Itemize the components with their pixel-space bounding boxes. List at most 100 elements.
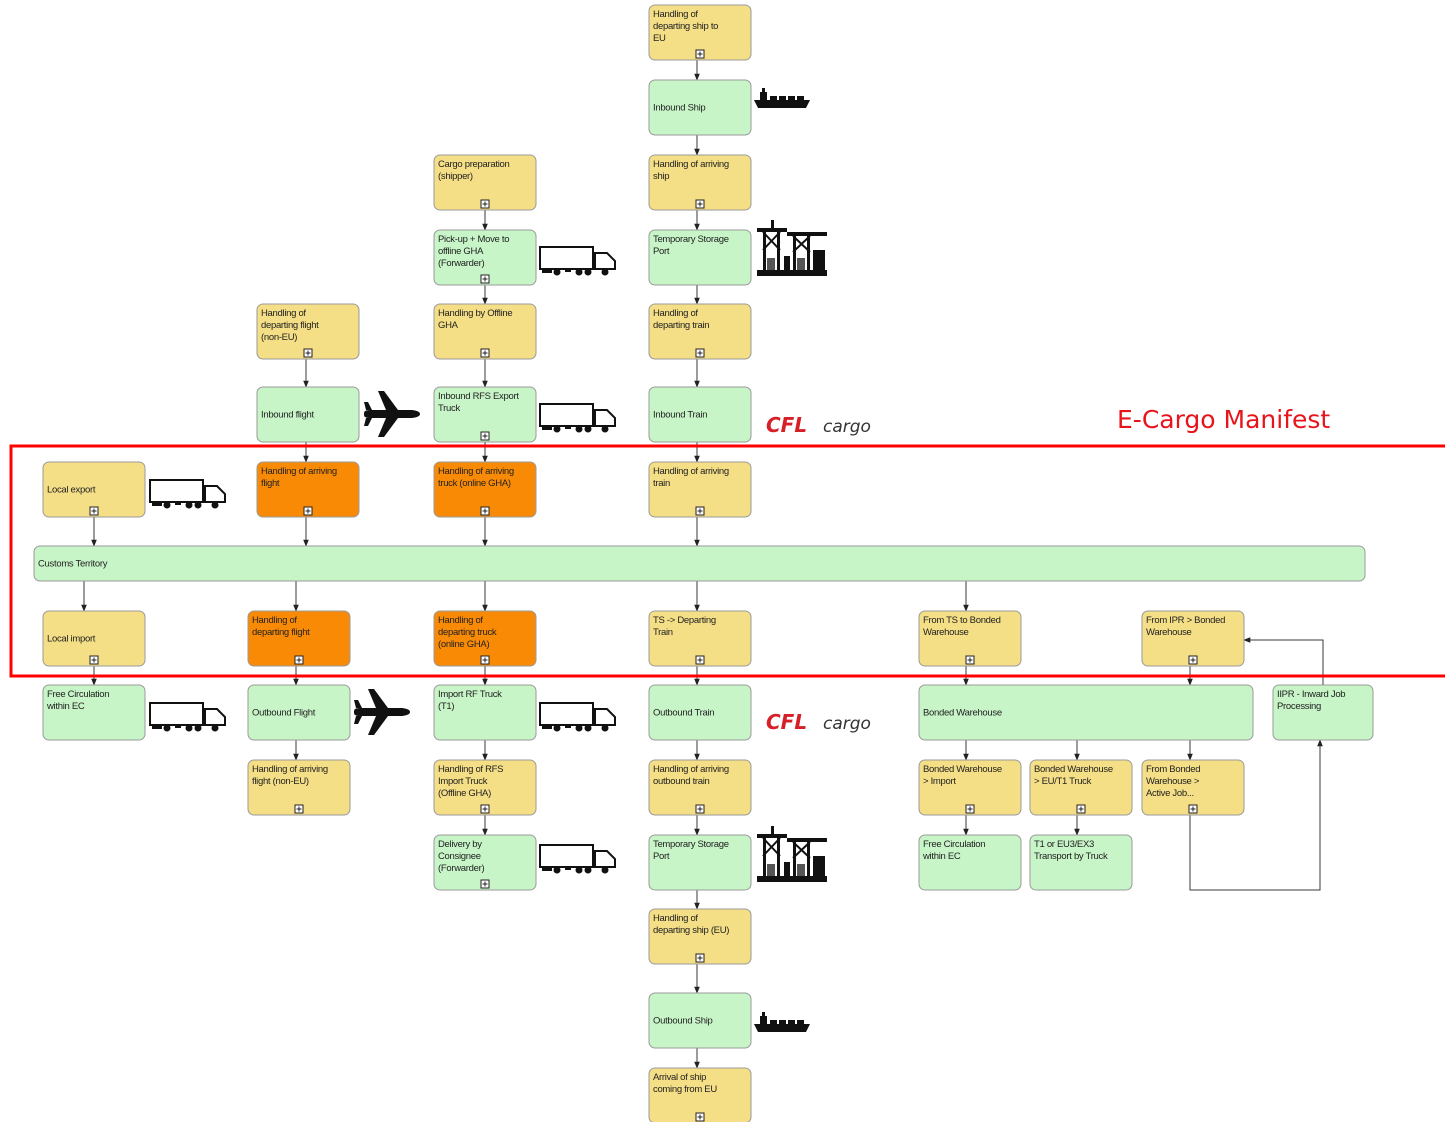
- node-box: [433, 834, 537, 891]
- expand-icon[interactable]: [89, 506, 99, 516]
- node-customs[interactable]: Customs Territory: [33, 545, 1366, 582]
- node-inbound-ship[interactable]: Inbound Ship: [648, 79, 752, 136]
- expand-icon[interactable]: [695, 348, 705, 358]
- node-box: [433, 229, 537, 286]
- node-box: [433, 154, 537, 211]
- expand-icon[interactable]: [1076, 804, 1086, 814]
- node-outbound-train[interactable]: Outbound Train: [648, 684, 752, 741]
- node-box: [433, 759, 537, 816]
- node-box: [1029, 759, 1133, 816]
- node-local-import[interactable]: Local import: [42, 610, 146, 667]
- truck-icon: [149, 702, 226, 733]
- expand-icon[interactable]: [294, 655, 304, 665]
- expand-icon[interactable]: [480, 274, 490, 284]
- expand-icon[interactable]: [303, 506, 313, 516]
- expand-icon[interactable]: [480, 199, 490, 209]
- expand-icon[interactable]: [480, 655, 490, 665]
- expand-icon[interactable]: [480, 879, 490, 889]
- node-inbound-train[interactable]: Inbound Train: [648, 386, 752, 443]
- expand-icon[interactable]: [695, 1112, 705, 1122]
- expand-icon[interactable]: [695, 199, 705, 209]
- node-box: [1141, 610, 1245, 667]
- expand-icon[interactable]: [480, 506, 490, 516]
- node-outbound-flight[interactable]: Outbound Flight: [247, 684, 351, 741]
- node-local-export[interactable]: Local export: [42, 461, 146, 518]
- expand-icon[interactable]: [965, 804, 975, 814]
- truck-icon: [149, 479, 226, 510]
- airplane-icon: [364, 391, 420, 437]
- node-box: [1272, 684, 1374, 741]
- node-bonded-wh[interactable]: Bonded Warehouse: [918, 684, 1254, 741]
- e-cargo-manifest-frame: [9, 444, 1445, 678]
- expand-icon[interactable]: [89, 655, 99, 665]
- expand-icon[interactable]: [480, 804, 490, 814]
- node-import-rf[interactable]: Import RF Truck(T1): [433, 684, 537, 741]
- expand-icon[interactable]: [480, 431, 490, 441]
- node-box: [648, 684, 752, 741]
- truck-icon: [539, 702, 616, 733]
- node-box: [247, 610, 351, 667]
- node-cargo-prep[interactable]: Cargo preparation(shipper): [433, 154, 537, 211]
- node-bw-eu-t1[interactable]: Bonded Warehouse> EU/T1 Truck: [1029, 759, 1133, 816]
- expand-icon[interactable]: [1188, 655, 1198, 665]
- node-label: Outbound Ship: [653, 1016, 712, 1027]
- expand-icon[interactable]: [294, 804, 304, 814]
- node-inbound-flight[interactable]: Inbound flight: [256, 386, 360, 443]
- expand-icon[interactable]: [695, 655, 705, 665]
- expand-icon[interactable]: [695, 49, 705, 59]
- node-box: [918, 610, 1022, 667]
- expand-icon[interactable]: [1188, 804, 1198, 814]
- node-bw-import[interactable]: Bonded Warehouse> Import: [918, 759, 1022, 816]
- expand-icon[interactable]: [695, 804, 705, 814]
- expand-icon[interactable]: [480, 348, 490, 358]
- expand-icon[interactable]: [695, 953, 705, 963]
- airplane-icon: [354, 689, 410, 735]
- node-outbound-ship[interactable]: Outbound Ship: [648, 992, 752, 1049]
- node-box: [256, 461, 360, 518]
- node-box: [918, 759, 1022, 816]
- expand-icon[interactable]: [965, 655, 975, 665]
- connector-arrow: [1189, 739, 1323, 891]
- expand-icon[interactable]: [303, 348, 313, 358]
- expand-icon[interactable]: [695, 506, 705, 516]
